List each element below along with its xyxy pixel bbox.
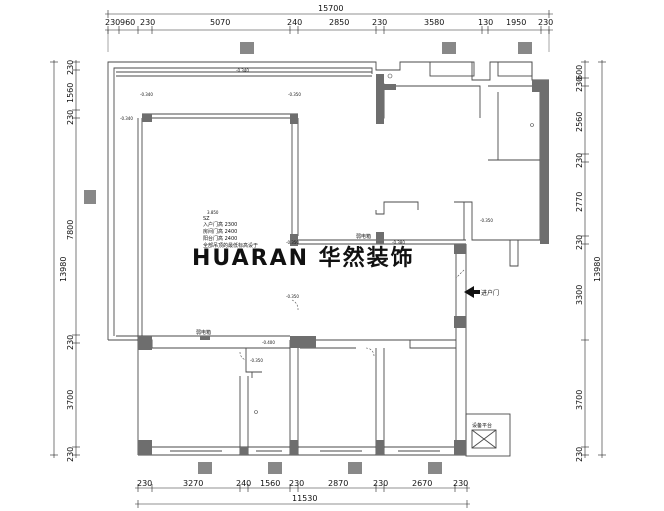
dim-label: 230 (575, 77, 584, 92)
dim-label: 230 (453, 479, 468, 488)
dim-label: 230 (575, 235, 584, 250)
level-marker: -0.340 (140, 92, 153, 97)
level-marker: -0.350 (286, 294, 299, 299)
dim-label: 2770 (575, 192, 584, 212)
dim-label: 1560 (66, 83, 75, 103)
dim-label: 2850 (329, 18, 349, 27)
dim-label: 2560 (575, 112, 584, 132)
dim-label: 230 (538, 18, 553, 27)
level-marker: -0.350 (250, 358, 263, 363)
note-line: 3.850 (207, 210, 219, 215)
weak-box-label: 弱电箱 (196, 329, 211, 336)
dim-label: 230 (137, 479, 152, 488)
overall-right-dim: 13980 (593, 257, 602, 282)
dim-label: 230 (373, 479, 388, 488)
dim-label: 230 (105, 18, 120, 27)
note-line: 阳台门高 2400 (203, 235, 237, 242)
left-dimensions (50, 60, 80, 458)
dim-label: 3700 (66, 390, 75, 410)
weak-box-label: 弱电箱 (356, 233, 371, 240)
dim-label: 1560 (260, 479, 280, 488)
dim-label: 230 (66, 447, 75, 462)
overall-top-dim: 15700 (318, 4, 343, 13)
watermark-text: HUARAN 华然装饰 (192, 245, 415, 271)
dim-label: 130 (478, 18, 493, 27)
level-markers: -0.340 -0.340 -0.350 -0.350 -0.350 -0.38… (120, 68, 493, 363)
level-marker: -0.400 (262, 340, 275, 345)
entrance-arrow-icon (464, 286, 480, 298)
level-marker: -0.380 (392, 240, 405, 245)
dim-label: 7800 (66, 220, 75, 240)
dim-label: 230 (66, 110, 75, 125)
overall-bottom-dim: 11530 (292, 494, 317, 503)
dim-label: 3300 (575, 285, 584, 305)
dim-label: 230 (66, 335, 75, 350)
dim-label: 3700 (575, 390, 584, 410)
dim-label: 5070 (210, 18, 230, 27)
solid-walls (138, 74, 549, 455)
top-dim-labels: 230 960 230 5070 240 2850 230 3580 130 1… (105, 18, 553, 27)
right-dim-labels: 600 230 2560 230 2770 230 3300 3700 230 (575, 65, 584, 462)
dim-label: 3580 (424, 18, 444, 27)
ceiling-notes: 3.850 SZ 入户门高 2300 房间门高 2400 阳台门高 2400 全… (203, 210, 258, 249)
window-tags (84, 42, 532, 474)
bottom-dimensions (135, 484, 470, 508)
entrance-label: 进户门 (481, 289, 499, 297)
level-marker: -0.350 (288, 92, 301, 97)
note-line: 全部吊顶的最低标高设于 (203, 242, 258, 249)
dim-label: 2870 (328, 479, 348, 488)
bottom-dim-labels: 230 3270 240 1560 230 2870 230 2670 230 (137, 479, 468, 488)
dim-label: 2670 (412, 479, 432, 488)
top-dimensions (105, 10, 553, 52)
fixture-markers (254, 73, 534, 414)
dim-label: 230 (140, 18, 155, 27)
left-dim-labels: 230 1560 230 7800 230 3700 230 (66, 60, 75, 462)
dim-label: 600 (575, 65, 584, 80)
dim-label: 230 (372, 18, 387, 27)
right-dimensions (581, 60, 606, 458)
level-marker: -0.350 (286, 240, 299, 245)
level-marker: -0.340 (120, 116, 133, 121)
dim-label: 230 (575, 447, 584, 462)
dim-label: 230 (575, 153, 584, 168)
dim-label: 960 (120, 18, 135, 27)
overall-left-dim: 13980 (59, 257, 68, 282)
dim-label: 3270 (183, 479, 203, 488)
dim-label: 230 (289, 479, 304, 488)
note-line: 入户门高 2300 (203, 221, 237, 228)
dim-label: 240 (236, 479, 251, 488)
door-swings (239, 269, 465, 361)
note-line: SZ (203, 216, 210, 222)
level-marker: -0.340 (236, 68, 249, 73)
platform-label: 设备平台 (472, 422, 492, 429)
dim-label: 1950 (506, 18, 526, 27)
dim-label: 240 (287, 18, 302, 27)
level-marker: -0.350 (480, 218, 493, 223)
note-line: 房间门高 2400 (203, 228, 237, 235)
dim-label: 230 (66, 60, 75, 75)
